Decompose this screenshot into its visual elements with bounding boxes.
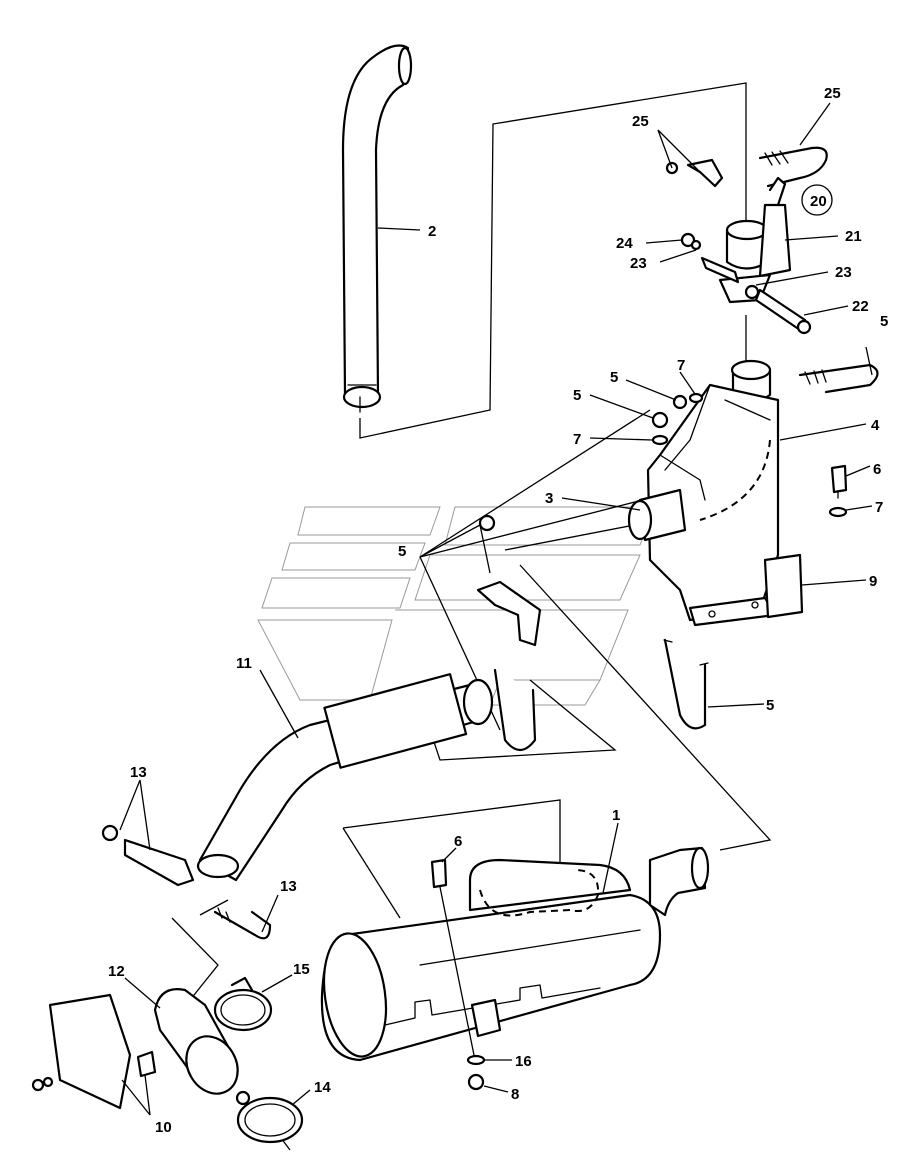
part-6-7-bolt-washer-right bbox=[828, 464, 848, 518]
part-2-exhaust-stack bbox=[341, 44, 413, 413]
watermark-logo bbox=[257, 506, 656, 706]
callout-5-lower-right: 5 bbox=[766, 697, 774, 714]
part-12-elbow-pipe bbox=[153, 988, 239, 1095]
part-9-support-plate bbox=[763, 553, 804, 619]
callout-13-upper: 13 bbox=[130, 764, 147, 781]
callout-13-lower: 13 bbox=[280, 878, 297, 895]
callout-25-left: 25 bbox=[632, 113, 649, 130]
part-11-flex-pipe bbox=[196, 673, 494, 882]
part-5-u-bolt-lower-right bbox=[663, 638, 709, 730]
callout-25-right: 25 bbox=[824, 85, 841, 102]
callout-4: 4 bbox=[871, 417, 880, 434]
part-10-heat-shield bbox=[31, 993, 157, 1110]
part-15-band-clamp bbox=[213, 976, 273, 1032]
callout-8: 8 bbox=[511, 1086, 519, 1103]
callout-9: 9 bbox=[869, 573, 877, 590]
callout-1: 1 bbox=[612, 807, 620, 824]
part-1-muffler bbox=[320, 846, 710, 1062]
callout-11: 11 bbox=[236, 655, 252, 672]
assembly-guide-lines bbox=[171, 82, 772, 1151]
callout-15: 15 bbox=[293, 961, 310, 978]
callout-6-right: 6 bbox=[873, 461, 881, 478]
callout-6-muffler: 6 bbox=[454, 833, 462, 850]
callout-5-top-right: 5 bbox=[880, 313, 888, 330]
callout-14: 14 bbox=[314, 1079, 331, 1096]
callout-7-top: 7 bbox=[677, 357, 685, 374]
callout-24: 24 bbox=[616, 235, 633, 252]
part-6-16-8-mounting-hardware bbox=[430, 858, 486, 1091]
callout-7-left: 7 bbox=[573, 431, 581, 448]
callout-7-right: 7 bbox=[875, 499, 883, 516]
part-25-u-bolt-and-bracket bbox=[665, 146, 828, 188]
part-4-mounting-bracket bbox=[646, 359, 780, 627]
callout-12: 12 bbox=[108, 963, 125, 980]
callout-5-bracket-upper: 5 bbox=[610, 369, 618, 386]
callout-3: 3 bbox=[545, 490, 553, 507]
part-13-bracket-and-u-bolt bbox=[101, 824, 272, 940]
callout-16: 16 bbox=[515, 1053, 532, 1070]
callout-23-left: 23 bbox=[630, 255, 647, 272]
part-14-exhaust-clamp bbox=[235, 1090, 304, 1144]
part-21-stack-clamp-assembly bbox=[680, 176, 812, 335]
callout-23-right: 23 bbox=[835, 264, 852, 281]
callout-20: 20 bbox=[810, 193, 827, 210]
part-20-circled-reference bbox=[801, 184, 833, 216]
callout-2: 2 bbox=[428, 223, 436, 240]
part-3-pipe-stub bbox=[627, 488, 687, 542]
callout-22: 22 bbox=[852, 298, 869, 315]
part-5-saddle-clamp bbox=[476, 514, 542, 752]
callout-leaders bbox=[119, 102, 873, 1116]
callout-labels: 2 25 25 20 21 24 23 23 22 5 7 5 5 7 4 6 … bbox=[108, 85, 888, 1136]
callout-21: 21 bbox=[845, 228, 862, 245]
callout-5-left: 5 bbox=[398, 543, 406, 560]
callout-5-bracket-lower: 5 bbox=[573, 387, 581, 404]
callout-10: 10 bbox=[155, 1119, 172, 1136]
